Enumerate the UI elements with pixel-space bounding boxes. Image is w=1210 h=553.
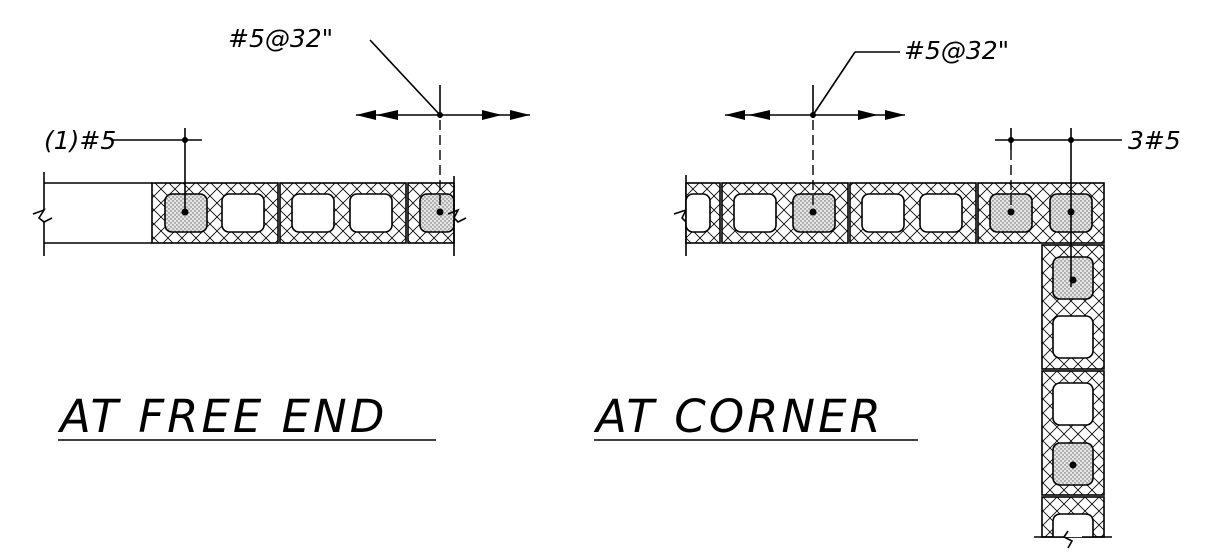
free-end-title-text: AT FREE END	[57, 390, 387, 443]
corner-detail: #5@32" 3#5 AT CORNER	[593, 36, 1181, 549]
corner-spacing-leader: #5@32"	[725, 36, 1009, 212]
corner-bar-callout: 3#5	[1128, 126, 1181, 155]
corner-rebar-5	[1069, 461, 1077, 469]
corner-spacing-callout: #5@32"	[904, 36, 1009, 65]
corner-bar-leader: 3#5	[995, 126, 1181, 287]
free-end-bar-leader: (1)#5	[44, 126, 202, 212]
free-end-spacing-callout: #5@32"	[228, 24, 333, 53]
free-end-detail: (1)#5 #5@32" AT FREE END	[32, 24, 530, 443]
free-end-spacing-leader: #5@32"	[228, 24, 530, 212]
free-end-adjacent-wall	[32, 172, 152, 256]
free-end-title: AT FREE END	[57, 390, 436, 443]
free-end-bar-callout: (1)#5	[44, 126, 116, 155]
free-end-masonry-units	[151, 176, 467, 256]
corner-title-text: AT CORNER	[593, 390, 884, 443]
corner-title: AT CORNER	[593, 390, 918, 443]
corner-masonry-units	[673, 175, 1112, 549]
